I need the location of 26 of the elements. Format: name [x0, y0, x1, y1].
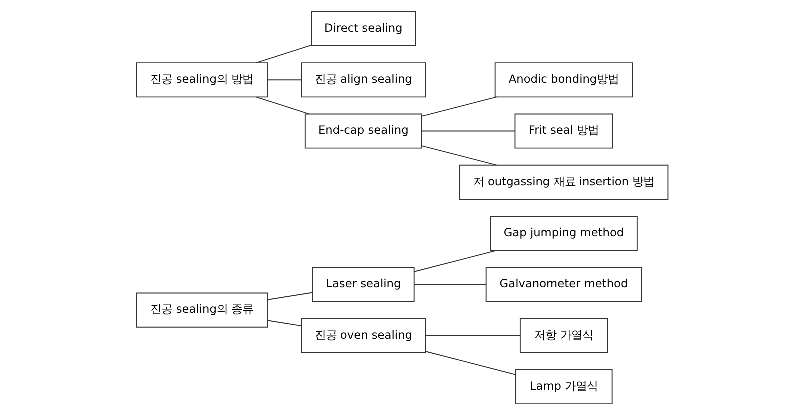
node-box: Anodic bonding방법 — [494, 62, 634, 98]
node-box: End-cap sealing — [304, 114, 422, 149]
connector — [256, 44, 312, 64]
connector — [267, 80, 302, 81]
connector — [414, 250, 498, 272]
node-box: Gap jumping method — [490, 216, 638, 252]
node-box: 진공 sealing의 방법 — [136, 62, 268, 98]
node-box: Laser sealing — [312, 267, 415, 302]
connector — [422, 96, 498, 117]
node-box: Lamp 가열식 — [515, 370, 613, 405]
connector — [425, 351, 516, 376]
connector — [267, 320, 302, 327]
connector — [267, 292, 314, 300]
node-box: 저 outgassing 재료 insertion 방법 — [459, 164, 669, 200]
node-box: Galvanometer method — [486, 267, 642, 302]
node-box: 진공 oven sealing — [301, 318, 426, 354]
node-box: 진공 sealing의 종류 — [136, 292, 268, 328]
connector — [422, 146, 498, 166]
connector — [422, 130, 516, 132]
node-box: Frit seal 방법 — [514, 114, 614, 149]
node-box: Direct sealing — [311, 11, 416, 46]
node-box: 저항 가열식 — [520, 318, 608, 354]
connector — [256, 96, 310, 115]
connector — [414, 284, 487, 286]
connector — [425, 335, 521, 336]
node-box: 진공 align sealing — [301, 62, 426, 98]
